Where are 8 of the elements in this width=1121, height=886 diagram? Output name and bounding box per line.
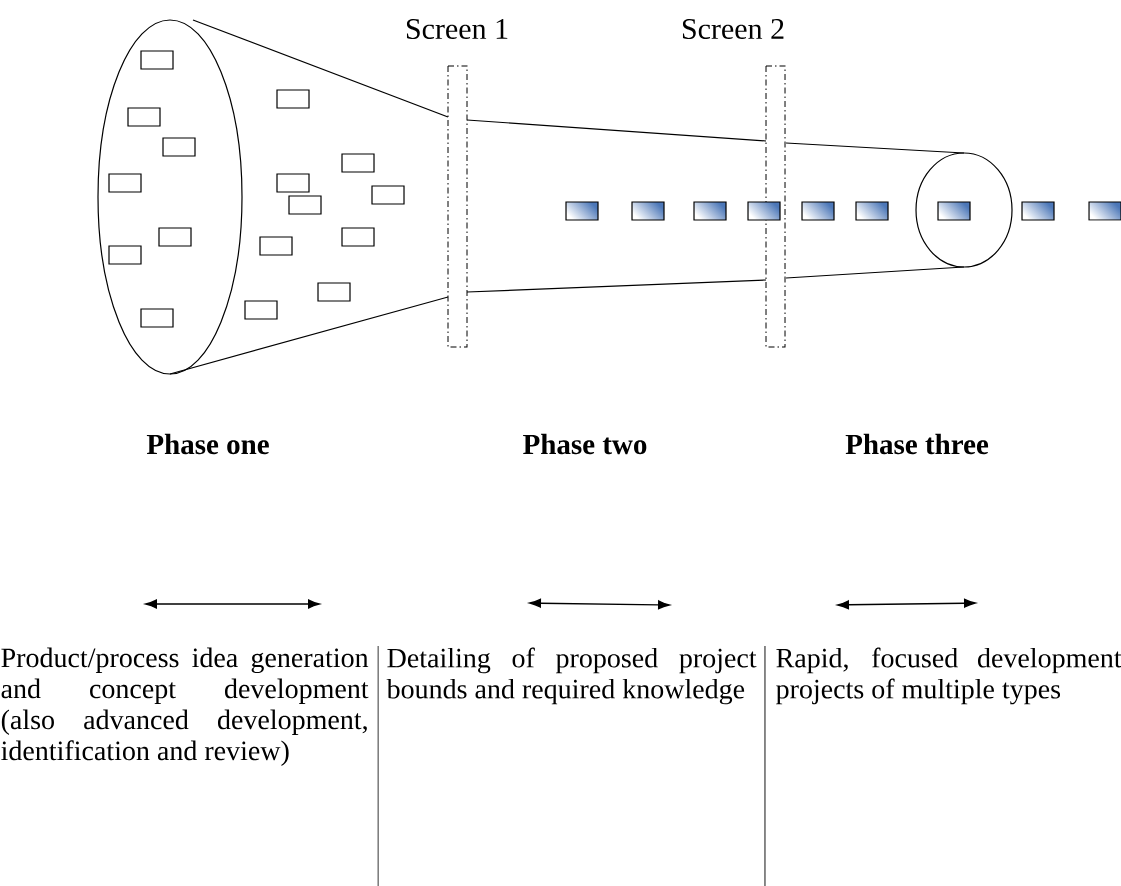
table-cell: Detailing of proposed project bounds and required knowledge [386, 647, 757, 705]
table-cell: Rapid, focused development projects of multiple types [776, 647, 1121, 705]
phase-heading: Phase two [523, 433, 647, 455]
phase-heading: Phase one [146, 433, 269, 455]
screen-label: Screen 1 [406, 18, 508, 40]
screen-label: Screen 2 [682, 18, 784, 40]
phase-heading: Phase three [845, 433, 989, 455]
table-cell: Product/process idea generation and concept development (also advanced development, identification and review) [1, 647, 369, 766]
